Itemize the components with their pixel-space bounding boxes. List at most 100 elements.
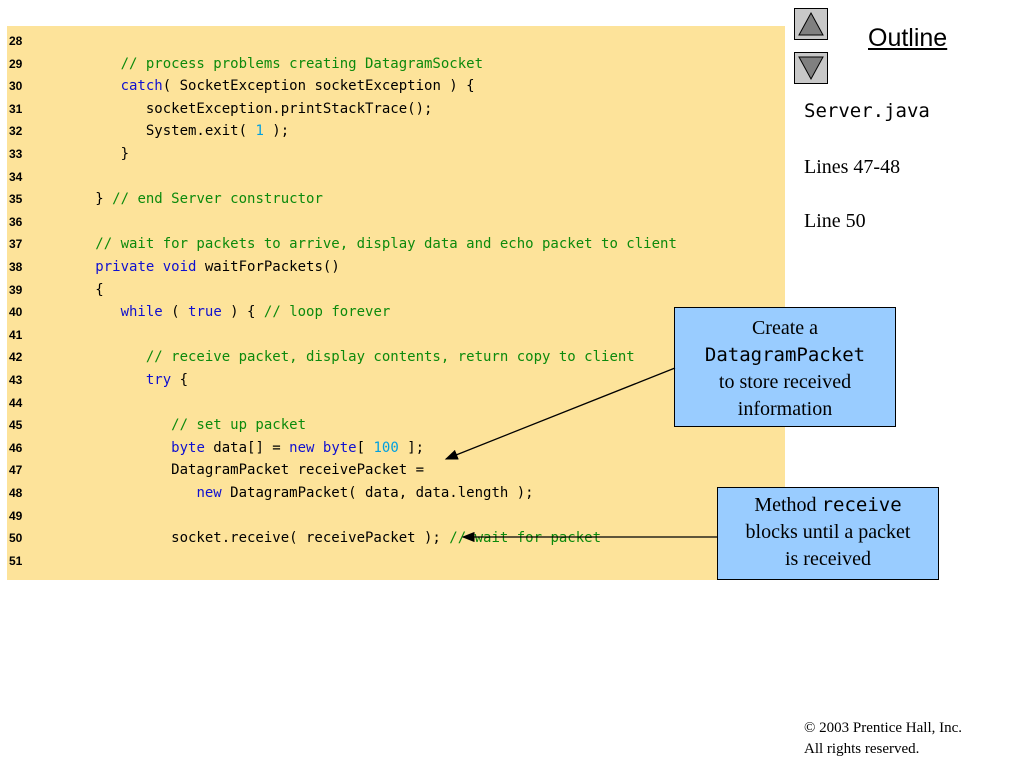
- line-number: 37: [9, 237, 23, 252]
- line-number: 47: [9, 463, 23, 478]
- code-text: socket.receive( receivePacket ); // wait…: [70, 527, 601, 549]
- line-number: 31: [9, 101, 23, 116]
- code-token: DatagramPacket( data, data.length );: [221, 485, 534, 501]
- code-token: 100: [373, 439, 399, 456]
- line-number: 29: [9, 56, 23, 71]
- code-token: DatagramPacket receivePacket =: [70, 462, 425, 479]
- copyright-notice: © 2003 Prentice Hall, Inc. All rights re…: [804, 718, 962, 760]
- arrow-to-line-46: [444, 367, 676, 460]
- side-note-line: Line 50: [804, 210, 866, 232]
- code-text: new DatagramPacket( data, data.length );: [70, 482, 534, 504]
- callout-receive-method: Method receive blocks until a packet is …: [717, 487, 939, 580]
- code-token: true: [188, 304, 222, 321]
- code-token: (: [162, 304, 189, 321]
- line-number: 51: [9, 553, 23, 568]
- code-token: [: [356, 439, 374, 456]
- code-text: {: [70, 279, 104, 301]
- side-note-lines: Lines 47-48: [804, 156, 901, 178]
- copyright-line: All rights reserved.: [804, 741, 920, 757]
- code-text: while ( true ) { // loop forever: [70, 301, 391, 323]
- code-text: // receive packet, display contents, ret…: [70, 346, 635, 368]
- code-text: socketException.printStackTrace();: [70, 98, 433, 120]
- code-panel: 28 29 // process problems creating Datagr…: [7, 26, 785, 580]
- code-token: // end Server constructor: [112, 191, 323, 208]
- code-token: try: [145, 372, 172, 388]
- code-token: while: [120, 304, 163, 321]
- code-token: 1: [255, 123, 264, 140]
- callout-text: Method: [754, 494, 822, 516]
- line-number: 32: [9, 124, 23, 139]
- code-token: // receive packet, display contents, ret…: [70, 349, 635, 366]
- code-token: System.exit(: [70, 123, 256, 140]
- code-text: // process problems creating DatagramSoc…: [70, 53, 483, 75]
- code-token: {: [171, 372, 189, 388]
- triangle-down-icon: [798, 56, 824, 81]
- code-text: }: [70, 143, 129, 165]
- code-token: }: [70, 191, 113, 208]
- line-number: 40: [9, 305, 23, 320]
- line-number: 35: [9, 192, 23, 207]
- code-text: // set up packet: [70, 414, 306, 436]
- code-token: // process problems creating DatagramSoc…: [70, 55, 484, 72]
- line-number: 43: [9, 373, 23, 387]
- code-token: // loop forever: [263, 304, 391, 321]
- code-token: // wait for packets to arrive, display d…: [70, 236, 677, 253]
- code-token: byte: [171, 439, 205, 456]
- callout-text: to store received: [718, 371, 852, 393]
- code-text: } // end Server constructor: [70, 188, 323, 210]
- code-token: socket.receive( receivePacket );: [70, 530, 450, 547]
- outline-link[interactable]: Outline: [868, 24, 948, 52]
- line-number: 48: [9, 486, 23, 500]
- code-token: private void: [95, 259, 197, 275]
- code-text: System.exit( 1 );: [70, 120, 289, 142]
- code-token: );: [263, 123, 290, 140]
- line-number: 33: [9, 147, 23, 161]
- callout-text: information: [737, 398, 833, 420]
- file-name-label: Server.java: [804, 100, 930, 122]
- code-token: {: [70, 281, 104, 298]
- code-token: waitForPackets(): [196, 259, 340, 275]
- code-token: catch: [120, 78, 163, 95]
- callout-text: blocks until a packet: [745, 521, 911, 543]
- line-number: 46: [9, 440, 23, 455]
- code-token: ( SocketException socketException ) {: [162, 78, 475, 95]
- line-number: 50: [9, 531, 23, 546]
- callout-code: DatagramPacket: [704, 344, 866, 366]
- line-number: 45: [9, 418, 23, 433]
- callout-text: Create a: [751, 317, 819, 339]
- code-token: // wait for packet: [449, 530, 602, 547]
- callout-code: receive: [821, 494, 902, 516]
- line-number: 49: [9, 508, 23, 523]
- line-number: 30: [9, 79, 23, 94]
- code-token: ];: [398, 439, 425, 456]
- line-number: 38: [9, 260, 23, 274]
- code-text: DatagramPacket receivePacket =: [70, 459, 424, 481]
- callout-text-row: Method receive: [718, 492, 938, 519]
- previous-slide-button[interactable]: [794, 8, 828, 40]
- code-text: try {: [70, 369, 188, 391]
- callout-create-packet: Create a DatagramPacket to store receive…: [674, 307, 896, 427]
- copyright-line: © 2003 Prentice Hall, Inc.: [804, 720, 963, 736]
- code-text: private void waitForPackets(): [70, 256, 340, 278]
- code-token: new byte: [289, 439, 357, 456]
- line-number: 42: [9, 350, 23, 365]
- code-token: ) {: [221, 304, 264, 321]
- line-number: 44: [9, 395, 23, 410]
- callout-text: is received: [784, 548, 872, 570]
- code-token: }: [70, 146, 130, 162]
- code-text: byte data[] = new byte[ 100 ];: [70, 437, 424, 459]
- line-number: 41: [9, 327, 23, 342]
- code-token: // set up packet: [70, 417, 307, 434]
- triangle-up-icon: [798, 11, 824, 36]
- code-text: catch( SocketException socketException )…: [70, 75, 475, 97]
- code-token: new: [196, 485, 222, 501]
- code-text: // wait for packets to arrive, display d…: [70, 233, 677, 255]
- code-token: socketException.printStackTrace();: [70, 100, 433, 117]
- line-number: 39: [9, 282, 23, 297]
- next-slide-button[interactable]: [794, 52, 828, 84]
- line-number: 36: [9, 214, 23, 229]
- line-number: 28: [9, 34, 23, 48]
- code-token: data[] =: [204, 439, 290, 456]
- line-number: 34: [9, 169, 23, 184]
